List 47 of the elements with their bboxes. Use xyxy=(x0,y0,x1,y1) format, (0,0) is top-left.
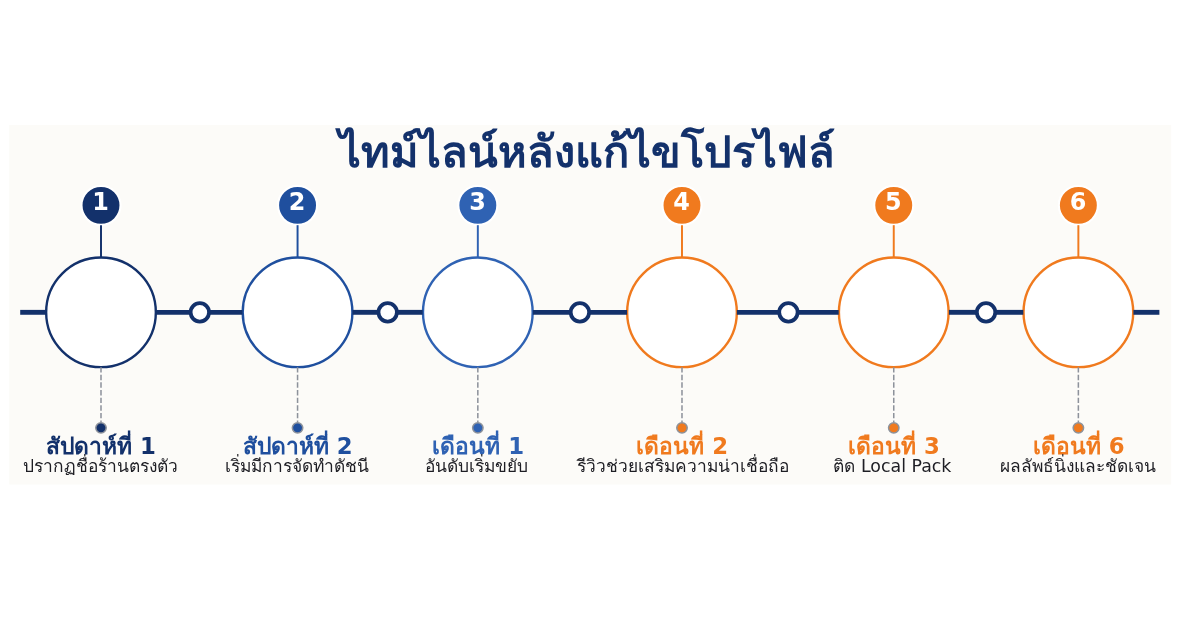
connector xyxy=(352,309,379,315)
node-circle xyxy=(188,300,211,323)
node-circle xyxy=(837,255,950,368)
node-circle: 4 xyxy=(661,184,703,226)
connector xyxy=(1072,365,1085,434)
connector xyxy=(476,223,479,258)
node-circle: 2 xyxy=(276,184,319,226)
connector xyxy=(296,223,299,258)
node-circle: 3 xyxy=(457,184,499,226)
connector xyxy=(1077,223,1080,258)
node-circle xyxy=(241,255,354,368)
node-circle: 6 xyxy=(1057,184,1099,226)
connector xyxy=(948,309,977,315)
connector xyxy=(1133,309,1160,315)
node-circle xyxy=(777,300,800,323)
connector xyxy=(589,309,628,315)
connector xyxy=(291,365,304,434)
node-text: สัปดาห์ที่ 2 เริ่มมีการจัดทำดัชนี xyxy=(224,432,369,476)
node-circle: 5 xyxy=(873,184,915,226)
connector xyxy=(887,365,900,434)
node-circle xyxy=(376,300,399,323)
node-text: เดือนที่ 6 ผลลัพธ์นิ่งและชัดเจน xyxy=(999,432,1156,476)
connector xyxy=(736,309,780,315)
connector xyxy=(20,309,47,315)
connector xyxy=(397,309,423,315)
node-circle xyxy=(974,300,998,323)
connector xyxy=(209,309,243,315)
node-circle xyxy=(568,300,592,323)
connector xyxy=(676,365,688,434)
node-circle: 1 xyxy=(80,184,122,226)
node-circle xyxy=(421,255,534,368)
connector xyxy=(892,223,895,258)
connector xyxy=(995,309,1024,315)
connector xyxy=(100,223,102,258)
node-circle xyxy=(625,255,739,368)
node-text: เดือนที่ 3 ติด Local Pack xyxy=(833,432,952,476)
connector xyxy=(681,223,683,258)
node-circle xyxy=(1022,255,1135,368)
node-text: เดือนที่ 2 รีวิวช่วยเสริมความน่าเชื่อถือ xyxy=(576,432,789,476)
connector xyxy=(95,365,107,434)
connector xyxy=(471,365,484,434)
connector xyxy=(797,309,839,315)
connector xyxy=(532,309,571,315)
node-circle xyxy=(44,255,158,368)
node-text: สัปดาห์ที่ 1 ปรากฏชื่อร้านตรงตัว xyxy=(23,432,179,476)
node-text: เดือนที่ 1 อันดับเริ่มขยับ xyxy=(424,432,528,476)
connector xyxy=(156,309,191,315)
